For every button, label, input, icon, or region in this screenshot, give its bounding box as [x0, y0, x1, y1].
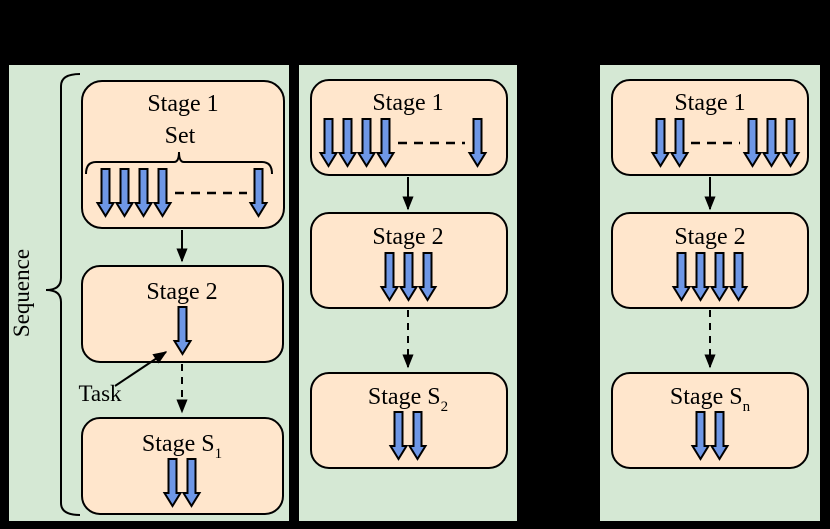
stage-box	[611, 212, 809, 309]
sequence-label: Sequence	[9, 249, 34, 337]
task-arrow-row	[743, 118, 800, 167]
stage-title: Stage 1	[147, 91, 218, 117]
set-brace	[85, 151, 273, 175]
stage-title: Stage 1	[674, 90, 745, 116]
stage-title: Stage 2	[674, 224, 745, 250]
stage-box	[310, 79, 508, 176]
sequence-brace	[45, 73, 81, 516]
task-arrow-row	[380, 252, 437, 301]
task-pointer-arrow	[114, 351, 168, 387]
job-n-column: Stage 1 Stage 2 Stage Sn	[600, 65, 820, 521]
stage-box	[81, 417, 284, 515]
stage-title: Stage S2	[368, 384, 448, 415]
stage-title: Stage Sn	[670, 384, 751, 415]
stage-box	[81, 80, 285, 229]
stage-title: Stage 2	[372, 224, 443, 250]
stage-title: Stage 1	[372, 90, 443, 116]
stage-box	[310, 372, 508, 469]
stage-box	[611, 372, 809, 469]
job-1-column: Sequence Stage 1 Set Stage 2 Task Stage …	[9, 65, 289, 521]
task-label: Task	[78, 381, 122, 406]
set-label: Set	[165, 123, 196, 149]
job-2-column: Stage 1 Stage 2 Stage S2	[299, 65, 517, 521]
stage-title: Stage S1	[142, 431, 222, 462]
stage-title: Stage 2	[146, 279, 217, 305]
